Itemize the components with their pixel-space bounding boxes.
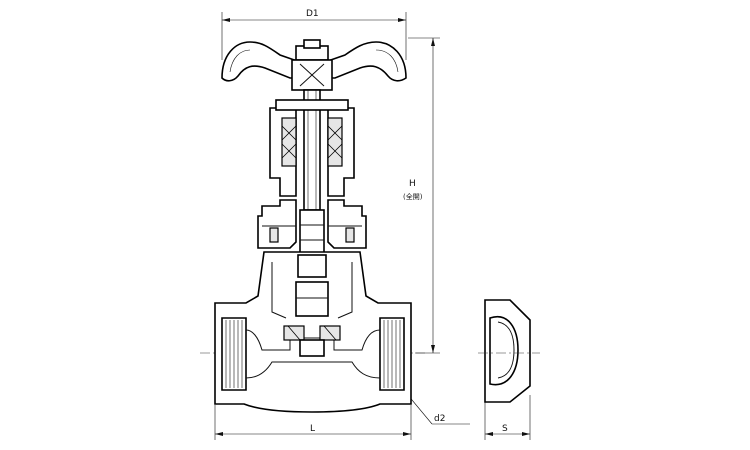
valve-body — [214, 251, 412, 413]
valve-disc — [283, 254, 341, 357]
dim-d1 — [221, 12, 407, 60]
label-h-note: (全開) — [403, 192, 423, 201]
bonnet — [257, 199, 367, 249]
label-s: S — [502, 424, 508, 434]
gland-nut — [269, 99, 355, 197]
stem — [299, 89, 325, 256]
side-view-hex — [478, 299, 540, 403]
handwheel — [221, 39, 407, 91]
dim-l — [214, 405, 412, 440]
label-h: H — [409, 179, 416, 189]
label-d1: D1 — [306, 9, 319, 19]
label-d2: d2 — [434, 414, 445, 424]
label-l: L — [310, 424, 315, 434]
